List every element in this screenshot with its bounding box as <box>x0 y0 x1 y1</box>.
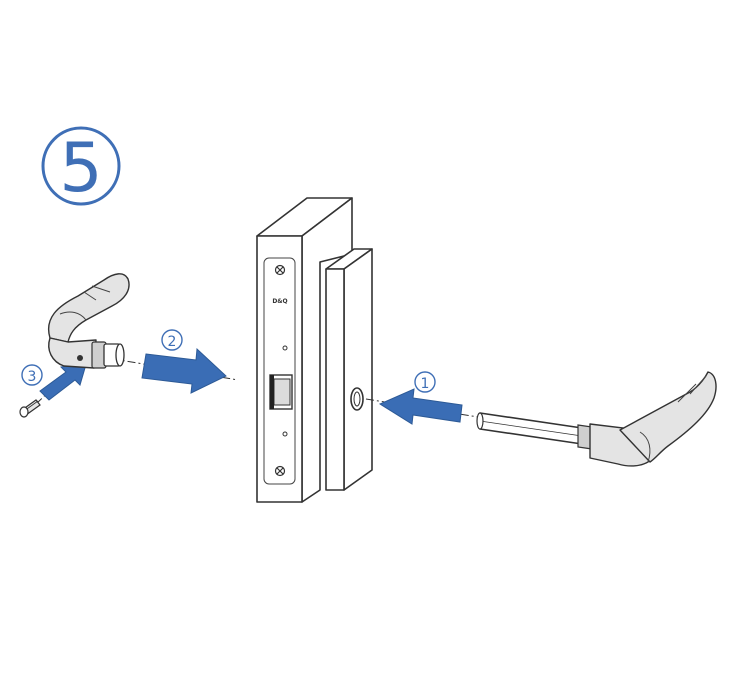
arrow-step-3 <box>39 360 88 401</box>
top-screw-icon <box>274 264 286 276</box>
callout-2: 2 <box>161 329 183 351</box>
set-screw-icon <box>19 399 41 418</box>
brand-label: D&Q <box>272 298 287 305</box>
arrow-step-1 <box>378 388 463 425</box>
door-back-plate <box>325 248 373 491</box>
svg-text:3: 3 <box>28 369 37 385</box>
callout-1: 1 <box>414 371 436 393</box>
right-handle <box>476 371 717 467</box>
latch-opening <box>269 374 293 410</box>
arrow-step-2 <box>141 347 227 394</box>
mortise-lock-body: D&Q <box>256 197 353 503</box>
step-number: 5 <box>59 129 102 208</box>
callout-3: 3 <box>21 364 43 386</box>
bottom-screw-icon <box>274 465 286 477</box>
step-number-badge: 5 <box>41 126 121 208</box>
left-handle <box>47 273 130 369</box>
svg-text:1: 1 <box>421 376 430 392</box>
svg-text:2: 2 <box>168 334 177 350</box>
